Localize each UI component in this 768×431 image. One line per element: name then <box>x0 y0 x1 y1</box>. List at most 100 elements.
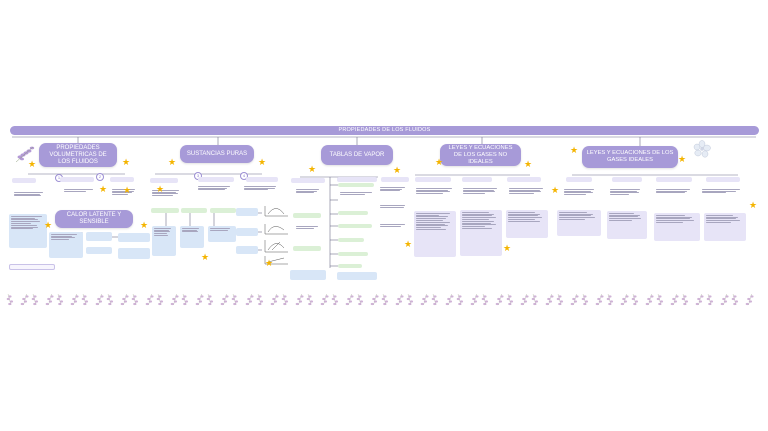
section-ideal: LEYES Y ECUACIONES DE LOS GASES IDEALES <box>582 146 678 168</box>
lavender-sprig <box>81 293 89 306</box>
info-node <box>656 177 692 182</box>
lavender-sprig <box>6 293 14 306</box>
lavender-sprig <box>181 293 189 306</box>
text-block <box>196 184 234 200</box>
lavender-sprig <box>531 293 539 306</box>
star-icon: ★ <box>201 252 210 262</box>
info-node <box>236 208 258 216</box>
lavender-sprig <box>270 293 279 306</box>
lavender-flower-icon <box>15 146 35 163</box>
info-node <box>9 214 47 248</box>
text-block <box>242 184 280 198</box>
lavender-sprig <box>31 293 39 306</box>
lavender-sprig <box>220 293 229 306</box>
info-node <box>414 211 456 257</box>
section-vapor: TABLAS DE VAPOR <box>321 145 393 165</box>
info-node <box>198 177 234 182</box>
lavender-sprig <box>420 293 429 306</box>
info-node <box>152 226 176 256</box>
star-icon: ★ <box>156 184 165 194</box>
star-icon: ★ <box>404 239 413 249</box>
text-block <box>562 187 598 207</box>
lavender-sprig <box>231 293 239 306</box>
text-block <box>338 190 378 198</box>
info-node <box>507 177 541 182</box>
star-icon: ★ <box>435 157 444 167</box>
lavender-sprig <box>95 293 104 306</box>
step-badge: 4 <box>240 172 248 180</box>
lavender-sprig <box>120 293 129 306</box>
info-node <box>566 177 592 182</box>
lavender-sprig <box>445 293 454 306</box>
text-block <box>294 187 324 203</box>
section-volumetric: PROPIEDADES VOLUMETRICAS DE LOS FLUIDOS <box>39 143 117 167</box>
text-block <box>378 222 410 232</box>
info-node <box>557 210 601 236</box>
star-icon: ★ <box>140 220 149 230</box>
text-block <box>700 187 744 201</box>
info-node <box>246 177 278 182</box>
lavender-border <box>6 293 754 306</box>
lavender-sprig <box>731 293 739 306</box>
info-node <box>462 177 492 182</box>
lavender-sprig <box>681 293 689 306</box>
info-node <box>236 246 258 254</box>
star-icon: ★ <box>749 200 758 210</box>
info-node <box>338 211 368 215</box>
lavender-sprig <box>70 293 79 306</box>
lavender-sprig <box>306 293 314 306</box>
lavender-sprig <box>695 293 704 306</box>
info-node <box>460 210 502 256</box>
star-icon: ★ <box>308 164 317 174</box>
lavender-sprig <box>131 293 139 306</box>
lavender-sprig <box>481 293 489 306</box>
info-node <box>654 213 700 241</box>
info-node <box>86 247 112 254</box>
lavender-sprig <box>606 293 614 306</box>
lavender-sprig <box>520 293 529 306</box>
info-node <box>704 213 746 241</box>
lavender-sprig <box>720 293 729 306</box>
text-block <box>507 186 547 206</box>
star-icon: ★ <box>678 154 687 164</box>
lavender-sprig <box>495 293 504 306</box>
info-node <box>60 177 94 182</box>
section-latent: CALOR LATENTE Y SENSIBLE <box>55 210 133 228</box>
lavender-sprig <box>256 293 264 306</box>
lavender-sprig <box>670 293 679 306</box>
lavender-sprig <box>45 293 54 306</box>
lavender-sprig <box>206 293 214 306</box>
info-node <box>337 272 377 280</box>
info-node <box>180 226 204 248</box>
info-node <box>506 210 548 238</box>
info-node <box>338 224 372 228</box>
info-node <box>706 177 740 182</box>
star-icon: ★ <box>570 145 579 155</box>
credit-tag <box>9 264 55 270</box>
lavender-sprig <box>470 293 479 306</box>
lavender-sprig <box>456 293 464 306</box>
info-node <box>210 208 236 213</box>
lavender-sprig <box>656 293 664 306</box>
lavender-sprig <box>281 293 289 306</box>
lavender-sprig <box>331 293 339 306</box>
lavender-sprig <box>370 293 379 306</box>
lavender-sprig <box>20 293 29 306</box>
info-node <box>118 248 150 259</box>
lavender-sprig <box>381 293 389 306</box>
lavender-sprig <box>645 293 654 306</box>
star-icon: ★ <box>524 159 533 169</box>
star-icon: ★ <box>44 220 53 230</box>
phase-diagram <box>264 206 288 265</box>
lavender-sprig <box>556 293 564 306</box>
lavender-sprig <box>170 293 179 306</box>
text-block <box>608 187 644 207</box>
info-node <box>338 264 362 268</box>
info-node <box>118 233 150 242</box>
lavender-sprig <box>631 293 639 306</box>
lavender-sprig <box>406 293 414 306</box>
lavender-sprig <box>156 293 164 306</box>
lavender-sprig <box>295 293 304 306</box>
star-icon: ★ <box>265 258 274 268</box>
